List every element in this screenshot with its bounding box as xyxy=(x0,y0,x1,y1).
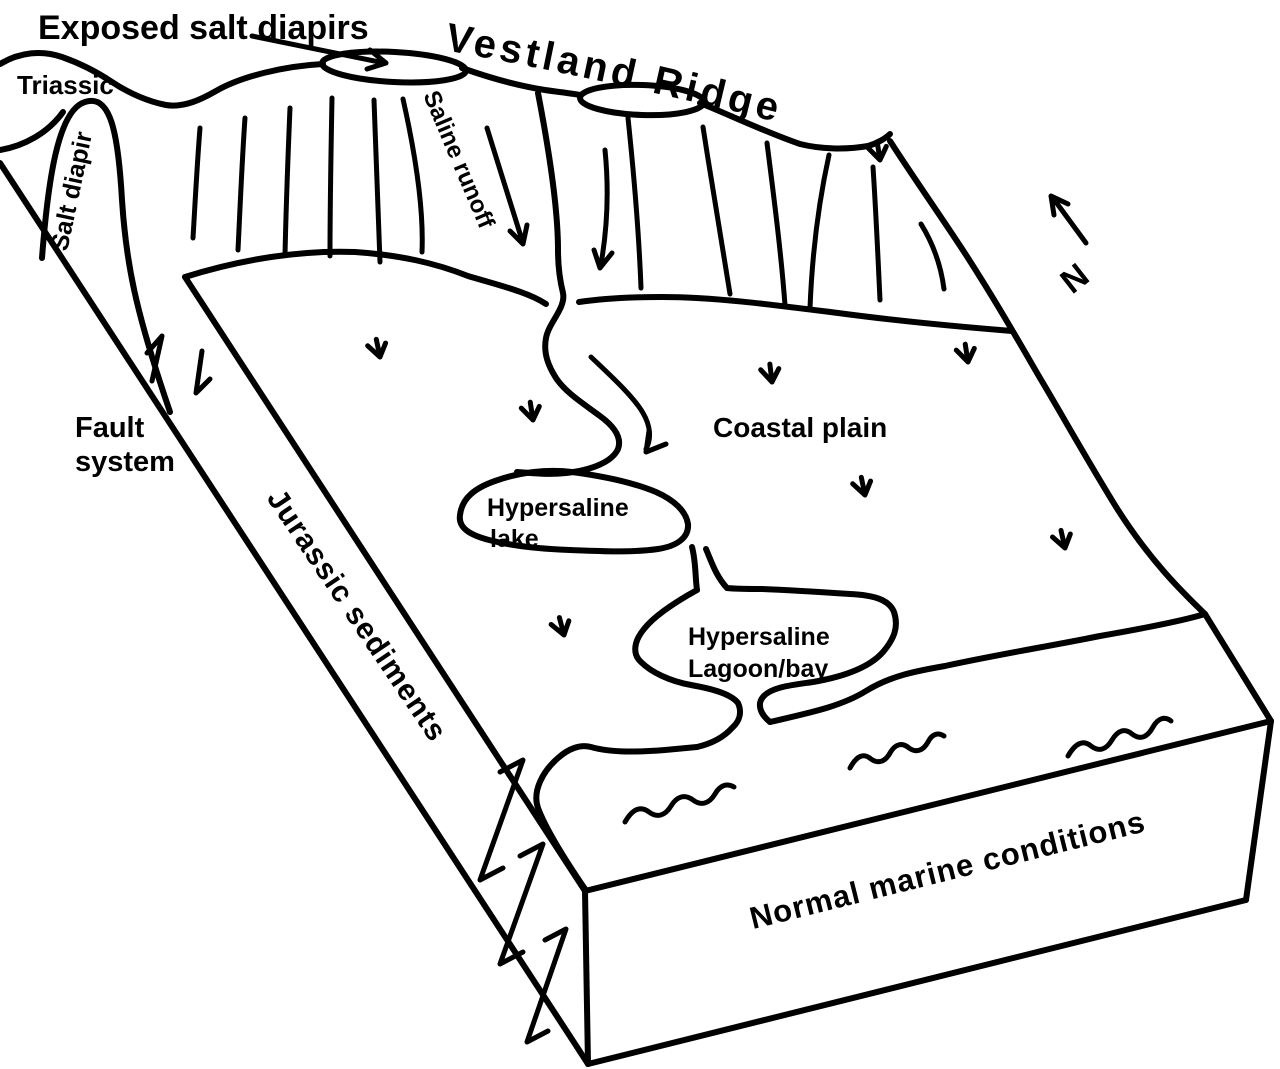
ridge-base-right xyxy=(576,294,1015,334)
label-hypersaline-lagoon-line1: Hypersaline xyxy=(688,623,830,651)
block-front-top-edge xyxy=(582,718,1274,894)
fault-half-arrow-up xyxy=(144,333,165,384)
birdfoot-symbol xyxy=(367,337,389,359)
exposed-diapir-ellipse-1 xyxy=(319,48,469,86)
fault-half-arrow-down xyxy=(193,348,213,396)
hydrology xyxy=(456,90,1208,892)
exposed-diapir-ellipse-2 xyxy=(577,81,707,119)
lagoon-outline-left xyxy=(632,587,743,750)
zigzag xyxy=(524,926,569,1045)
label-hypersaline-lagoon-line2: Lagoon/bay xyxy=(688,655,828,683)
gully-line xyxy=(190,125,203,241)
runoff-channel-left-bank xyxy=(400,96,425,255)
hypersaline-lake-outline xyxy=(456,467,692,555)
sea-wave-squiggle xyxy=(847,731,947,771)
river-flow-arrow xyxy=(588,354,669,455)
fault-zigzag-scribbles xyxy=(477,757,569,1045)
zigzag xyxy=(477,757,526,883)
block-right-edge xyxy=(887,138,1208,617)
lake-lagoon-channel xyxy=(689,544,730,593)
label-hypersaline-lake-line2: lake xyxy=(490,525,539,553)
gully-line xyxy=(870,164,883,303)
coastline-right xyxy=(767,611,1208,725)
gully-line xyxy=(327,95,335,259)
block-front-left-edge xyxy=(582,888,591,1067)
label-coastal-plain: Coastal plain xyxy=(713,412,887,443)
birdfoot-symbol xyxy=(760,363,781,384)
birdfoot-symbol xyxy=(550,615,573,638)
gully-line xyxy=(371,97,383,265)
label-triassic: Triassic xyxy=(17,70,114,100)
gully-line xyxy=(235,115,248,253)
zigzag xyxy=(497,841,546,967)
title-exposed-salt-diapirs: Exposed salt diapirs xyxy=(38,9,369,47)
block-front-right-edge xyxy=(1243,718,1274,903)
label-north: N xyxy=(1054,256,1097,301)
sea-wave-squiggle xyxy=(1065,715,1174,759)
birdfoot-symbol xyxy=(852,475,874,497)
annotation-arrows xyxy=(249,33,1089,246)
label-normal-marine-conditions: Normal marine conditions xyxy=(746,804,1149,936)
label-saline-runoff: Saline runoff xyxy=(417,87,500,233)
salt-diapir-dome xyxy=(39,97,173,415)
block-front-bottom-edge xyxy=(585,897,1249,1067)
ridge-base-left xyxy=(182,248,549,307)
triassic-boundary-curve xyxy=(0,109,66,153)
label-fault-system-line1: Fault xyxy=(75,412,145,444)
ridge-gullies xyxy=(190,95,947,311)
gully-corner-arc xyxy=(918,221,947,292)
block-top-left-edge xyxy=(182,274,588,894)
river-channel xyxy=(514,90,622,477)
label-salt-diapir: Salt diapir xyxy=(45,129,98,253)
gully-line xyxy=(282,105,293,258)
north-arrow xyxy=(1048,193,1089,246)
runoff-arrow-left xyxy=(484,125,530,247)
lagoon-outline-right xyxy=(724,585,899,725)
birdfoot-symbol xyxy=(955,343,976,364)
block-left-outer-edge xyxy=(0,160,580,1050)
block-right-corner-edge xyxy=(1202,611,1274,724)
title-pointer-arrow xyxy=(249,33,389,72)
sea-wave-squiggle xyxy=(622,782,737,825)
label-hypersaline-lake-line1: Hypersaline xyxy=(487,494,629,522)
coastline-left xyxy=(533,743,700,892)
block-edges xyxy=(0,138,1274,1067)
saline-runoff-arrows xyxy=(484,125,615,271)
gully-line xyxy=(625,115,644,291)
ridge-outline xyxy=(0,48,1015,334)
birdfoot-symbol xyxy=(520,401,541,422)
ridge-crest-left xyxy=(0,50,326,109)
gully-line xyxy=(764,140,788,308)
ridge-crest-middle xyxy=(459,65,583,98)
label-fault-system-line2: system xyxy=(75,446,175,478)
fault-and-diapir xyxy=(0,97,213,415)
gully-line xyxy=(700,124,733,297)
birdfoot-symbol xyxy=(1051,528,1073,550)
gully-line xyxy=(807,152,832,311)
runoff-arrow-right xyxy=(591,147,615,271)
